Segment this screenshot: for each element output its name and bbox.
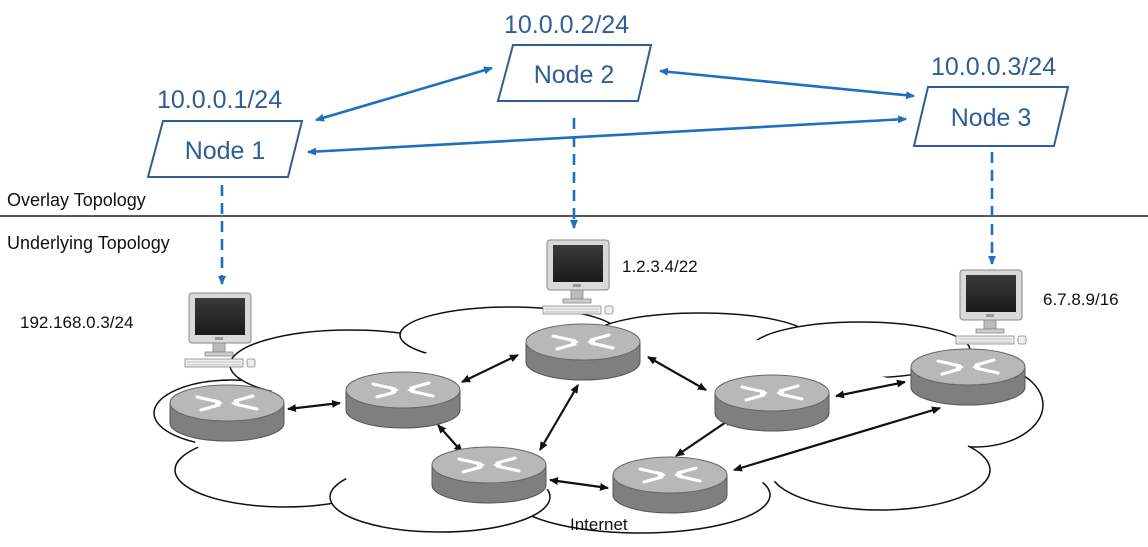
computer-icon-3	[955, 269, 1027, 345]
link-r3-r6	[647, 356, 707, 391]
overlay-link-2-3	[659, 67, 915, 100]
link-r2-r4	[437, 424, 463, 453]
router-icon-1	[168, 383, 286, 443]
router-icon-2	[344, 370, 462, 430]
router-icon-7	[909, 347, 1027, 407]
link-r6-r7	[835, 379, 906, 399]
internet-label: Internet	[570, 515, 628, 534]
host-ip-1: 192.168.0.3/24	[20, 313, 133, 332]
router-icon-6	[713, 373, 831, 433]
host-ip-3: 6.7.8.9/16	[1043, 290, 1119, 309]
link-r3-r4	[539, 384, 579, 451]
node-1-label: Node 1	[185, 137, 266, 165]
overlay-link-1-2	[315, 66, 493, 122]
link-r4-r5	[549, 477, 609, 491]
node-3-label: Node 3	[951, 104, 1032, 132]
overlay-topology-label: Overlay Topology	[7, 190, 146, 210]
overlay-link-1-3	[307, 115, 907, 156]
link-r5-r7	[733, 406, 941, 472]
node-3-ip: 10.0.0.3/24	[931, 53, 1056, 81]
node-2-label: Node 2	[534, 61, 615, 89]
link-r1-r2	[287, 399, 341, 413]
overlay-links	[307, 66, 915, 156]
link-r5-r6	[675, 417, 733, 457]
overlay-node-3: Node 3 10.0.0.3/24	[912, 53, 1070, 147]
host-ip-2: 1.2.3.4/22	[622, 257, 698, 276]
computer-icon-2	[542, 239, 614, 315]
router-links	[287, 354, 941, 491]
router-icon-3	[524, 322, 642, 382]
overlay-node-1: Node 1 10.0.0.1/24	[146, 86, 304, 178]
underlying-topology-label: Underlying Topology	[7, 233, 170, 253]
router-icon-5	[611, 455, 729, 515]
router-icon-4	[430, 445, 548, 505]
overlay-node-2: Node 2 10.0.0.2/24	[496, 11, 653, 102]
link-r2-r3	[461, 354, 519, 383]
node-1-ip: 10.0.0.1/24	[157, 86, 282, 114]
node-2-ip: 10.0.0.2/24	[504, 11, 629, 39]
